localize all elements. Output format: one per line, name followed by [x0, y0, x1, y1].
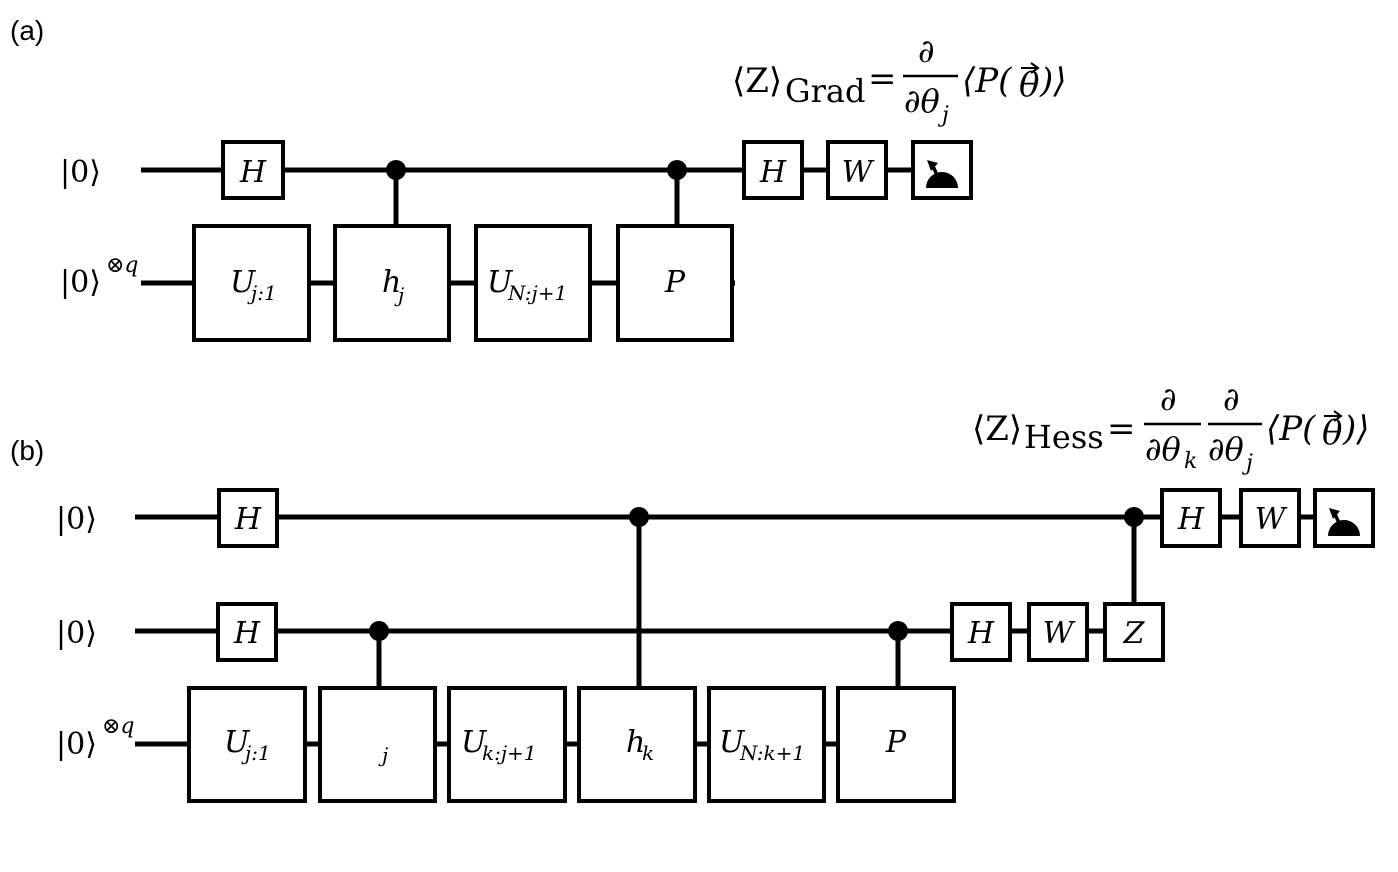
svg-text:h: h: [626, 725, 645, 760]
svg-text:N:j+1: N:j+1: [507, 281, 567, 305]
svg-text:H: H: [967, 616, 995, 651]
panel-a: (a) ⟨Z⟩ Grad = ∂ ∂θ j ⟨P( θ )⟩ |0⟩ |0⟩ ⊗…: [10, 15, 1067, 342]
gate-b-h-mid-2: H: [950, 602, 1012, 662]
control-a-p-dot: [667, 160, 687, 180]
vector-arrow-icon: [1324, 410, 1343, 422]
formula-a-den: ∂θ: [904, 82, 940, 120]
panel-b: (b) ⟨Z⟩ Hess = ∂ ∂θ k ∂ ∂θ j ⟨P( θ )⟩: [10, 380, 1375, 803]
svg-text:k: k: [642, 741, 654, 765]
control-b-hk-dot: [629, 507, 649, 527]
control-b-p-dot: [888, 621, 908, 641]
control-b-z-dot: [1124, 507, 1144, 527]
svg-text:H: H: [233, 616, 261, 651]
gate-b-h-mid-1: H: [216, 602, 278, 662]
svg-text:U: U: [719, 725, 746, 760]
gate-b-h-top-2: H: [1160, 488, 1222, 548]
formula-b-lhs: ⟨Z⟩: [972, 409, 1022, 449]
svg-text:j:1: j:1: [247, 281, 277, 305]
gate-a-p: P: [616, 224, 734, 342]
svg-text:h: h: [382, 265, 401, 300]
gate-b-hj: j: [318, 686, 437, 803]
vector-arrow-icon: [1021, 62, 1040, 74]
formula-b-eq: =: [1107, 409, 1136, 449]
control-a-hj-dot: [386, 160, 406, 180]
svg-text:j:1: j:1: [241, 741, 271, 765]
svg-text:U: U: [487, 265, 514, 300]
formula-b-rhs-open: ⟨P(: [1266, 409, 1316, 449]
svg-text:P: P: [664, 265, 686, 300]
gate-a-hj: h j: [333, 224, 451, 342]
svg-text:H: H: [759, 155, 787, 190]
panel-a-label: (a): [10, 15, 44, 46]
gate-b-p: P: [836, 686, 956, 803]
svg-text:H: H: [239, 155, 267, 190]
svg-text:k:j+1: k:j+1: [482, 741, 537, 765]
formula-b-sub: Hess: [1024, 418, 1104, 456]
wire-a-ancilla-label: |0⟩: [60, 155, 101, 190]
gate-a-h2: H: [742, 140, 804, 200]
formula-b-rhs-close: )⟩: [1342, 409, 1370, 449]
svg-text:W: W: [1255, 502, 1288, 537]
formula-b-den2: ∂θ: [1208, 430, 1244, 468]
wire-a-register-tensor: ⊗q: [106, 253, 139, 278]
svg-text:P: P: [885, 725, 907, 760]
gate-b-z: Z: [1103, 602, 1165, 662]
measurement-meter-icon: [1313, 488, 1375, 548]
wire-b-ancilla-2-label: |0⟩: [56, 616, 97, 651]
svg-text:N:k+1: N:k+1: [739, 741, 805, 765]
panel-b-label: (b): [10, 435, 44, 466]
gate-b-hk: h k: [577, 686, 697, 803]
measurement-meter-icon: [911, 140, 973, 200]
formula-a-rhs-open: ⟨P(: [962, 61, 1012, 101]
formula-a-lhs: ⟨Z⟩: [732, 61, 782, 101]
gate-b-h-top-1: H: [217, 488, 279, 548]
svg-text:H: H: [234, 502, 262, 537]
gate-b-w-mid: W: [1027, 602, 1089, 662]
formula-a-eq: =: [868, 59, 897, 99]
svg-text:W: W: [1043, 616, 1076, 651]
wire-b-register-tensor: ⊗q: [102, 714, 135, 739]
gradient-formula: ⟨Z⟩ Grad = ∂ ∂θ j ⟨P( θ )⟩: [732, 32, 1067, 128]
svg-text:Z: Z: [1123, 616, 1146, 651]
gate-a-h1: H: [221, 140, 285, 200]
svg-text:U: U: [224, 725, 251, 760]
formula-b-theta: θ: [1322, 413, 1342, 453]
gate-b-u-nk1: U N:k+1: [707, 686, 826, 803]
svg-text:W: W: [842, 155, 875, 190]
svg-text:U: U: [230, 265, 257, 300]
svg-text:H: H: [1177, 502, 1205, 537]
gate-a-u-nj1: U N:j+1: [474, 224, 592, 342]
gate-a-w: W: [826, 140, 888, 200]
formula-a-sub: Grad: [785, 72, 865, 110]
formula-b-den1: ∂θ: [1145, 430, 1181, 468]
formula-b-num2: ∂: [1223, 380, 1240, 418]
gate-b-u-kj1: U k:j+1: [447, 686, 567, 803]
formula-b-den1-sub: k: [1184, 449, 1197, 474]
formula-a-rhs-close: )⟩: [1039, 61, 1067, 101]
formula-a-num: ∂: [918, 32, 935, 70]
control-b-hj-dot: [369, 621, 389, 641]
gate-b-u-j1: U j:1: [187, 686, 307, 803]
gate-a-u-j1: U j:1: [192, 224, 311, 342]
wire-b-ancilla-1-label: |0⟩: [56, 502, 97, 537]
formula-b-num1: ∂: [1160, 380, 1177, 418]
svg-text:j: j: [394, 283, 404, 307]
gate-b-w-top: W: [1239, 488, 1301, 548]
formula-a-theta: θ: [1019, 65, 1039, 105]
wire-b-register-label: |0⟩: [56, 727, 97, 762]
wire-a-register-label: |0⟩: [60, 265, 101, 300]
hessian-formula: ⟨Z⟩ Hess = ∂ ∂θ k ∂ ∂θ j ⟨P( θ )⟩: [972, 380, 1370, 476]
svg-text:U: U: [461, 725, 488, 760]
svg-text:j: j: [378, 743, 388, 767]
